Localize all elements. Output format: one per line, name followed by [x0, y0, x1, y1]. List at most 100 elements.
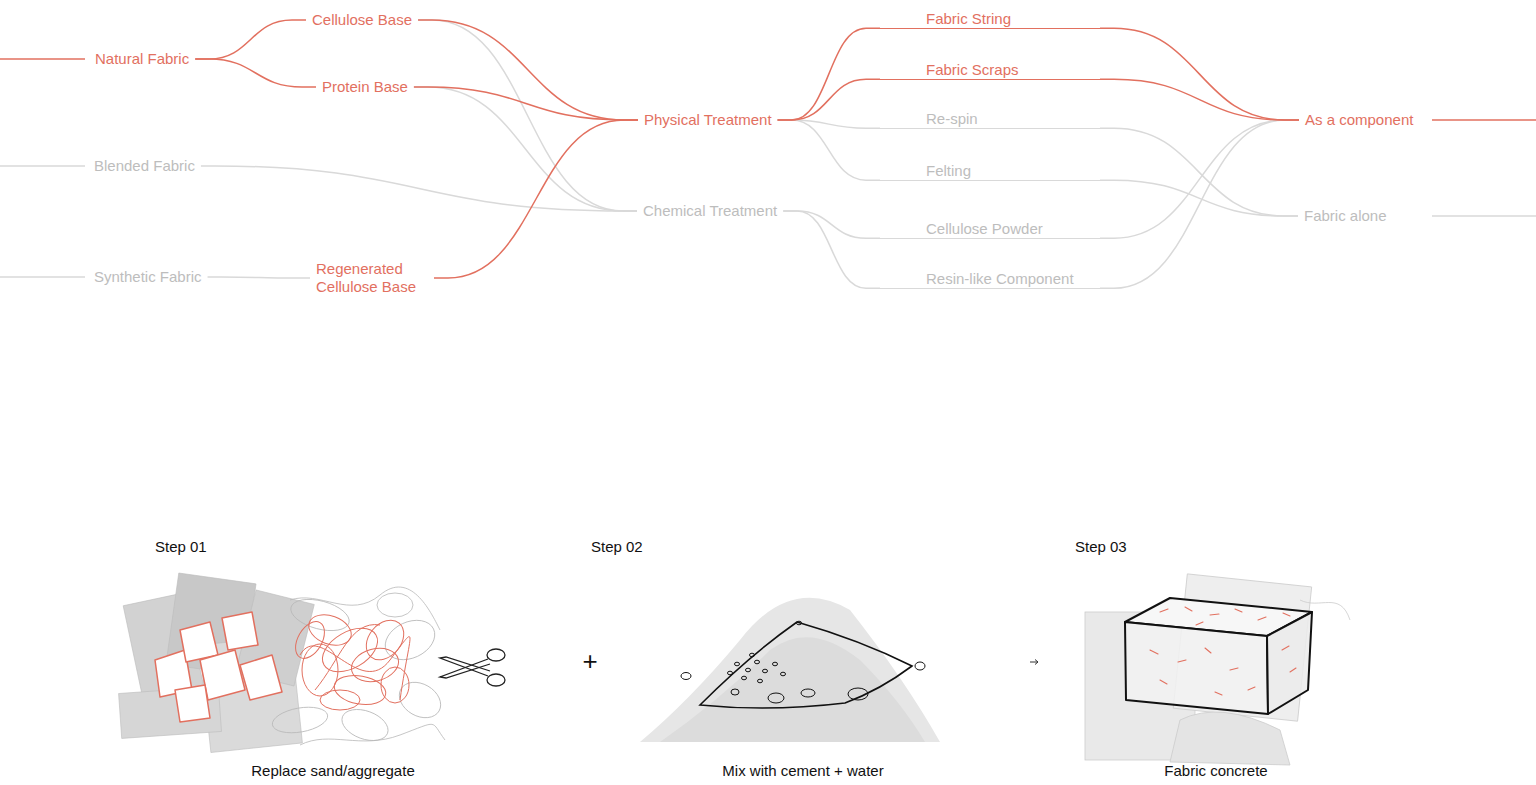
flow-connector — [778, 120, 880, 128]
scissors-symbol — [487, 674, 505, 686]
illustration-part — [758, 679, 763, 683]
flow-node: Regenerated Cellulose Base — [310, 258, 434, 298]
step-title: Step 02 — [591, 538, 643, 556]
flow-node: Cellulose Base — [306, 9, 418, 31]
node-label: Fabric Scraps — [926, 61, 1096, 79]
fabric-string-tangle — [320, 690, 360, 710]
illustration-part — [763, 669, 768, 673]
node-label: Fabric String — [926, 10, 1096, 28]
fabric-scrap-shape — [155, 612, 282, 722]
illustration-part — [746, 668, 751, 672]
fabric-scraps-photo — [119, 573, 315, 752]
flow-stub — [0, 59, 1536, 277]
node-label: Cellulose Powder — [926, 220, 1096, 238]
fabric-concrete-photo — [1085, 574, 1350, 765]
underlined-node: Felting — [880, 162, 1100, 181]
fiber-dash — [1150, 607, 1296, 695]
flow-connector — [201, 166, 637, 211]
fiber-dash — [1235, 609, 1242, 612]
flow-connector — [778, 28, 880, 120]
flow-connector — [434, 120, 638, 278]
fabric-string-tangle — [348, 643, 403, 686]
illustration-part — [731, 689, 739, 695]
flow-stub — [1432, 119, 1536, 121]
underlined-node: Cellulose Powder — [880, 220, 1100, 239]
fabric-string-tangle — [290, 617, 331, 664]
step-title: Step 03 — [1075, 538, 1127, 556]
fabric-concrete-photo — [1170, 712, 1290, 765]
scissors-symbol — [440, 657, 490, 676]
node-label: Resin-like Component — [926, 270, 1096, 288]
fiber-dash — [1248, 687, 1255, 690]
illustration-part — [735, 662, 740, 666]
flow-connector — [778, 120, 880, 180]
fiber-dash — [1160, 609, 1168, 612]
fiber-dash — [1150, 650, 1158, 654]
flow-node: As a component — [1299, 109, 1419, 131]
flow-node: Chemical Treatment — [637, 200, 783, 222]
flow-connector — [778, 79, 880, 120]
node-label: Protein Base — [322, 78, 408, 96]
fabric-scrap-shape — [240, 655, 282, 700]
flow-connector — [418, 20, 638, 120]
illustration-part — [742, 676, 747, 680]
concrete-block — [1125, 622, 1268, 714]
node-label: Natural Fabric — [95, 50, 189, 68]
node-label: Cellulose Base — [312, 11, 412, 29]
flow-stub — [0, 58, 85, 60]
illustration-part — [781, 672, 786, 676]
underlined-node: Re-spin — [880, 110, 1100, 129]
illustration-part — [755, 660, 760, 664]
flow-node: Fabric alone — [1298, 205, 1393, 227]
grey-string-tangle — [270, 703, 329, 736]
grey-string-tangle — [270, 587, 447, 746]
plus-sign: + — [582, 648, 597, 674]
flow-stub — [0, 276, 85, 278]
grey-string-tangle — [290, 587, 440, 630]
scissors-symbol — [440, 649, 505, 686]
concrete-block — [1125, 598, 1312, 714]
fiber-dash — [1185, 607, 1192, 611]
fabric-string-tangle — [315, 625, 380, 690]
concrete-block — [1267, 612, 1312, 714]
step-caption: Fabric concrete — [1164, 762, 1267, 780]
fiber-dash — [1282, 646, 1289, 650]
flow-connector — [1100, 128, 1298, 216]
flow-connector — [195, 59, 316, 87]
fabric-string-tangle — [290, 609, 412, 710]
node-label: Regenerated Cellulose Base — [316, 260, 428, 296]
underlined-node: Fabric String — [880, 10, 1100, 29]
illustration-part — [681, 621, 925, 703]
scissors-symbol — [487, 649, 505, 661]
node-label: As a component — [1305, 111, 1413, 129]
flow-node: Natural Fabric — [89, 48, 195, 70]
illustration-part — [801, 689, 815, 697]
step-caption: Mix with cement + water — [722, 762, 883, 780]
illustration-part — [681, 673, 691, 680]
cement-pile — [640, 598, 940, 742]
step-caption: Replace sand/aggregate — [251, 762, 414, 780]
fabric-scrap-shape — [222, 612, 258, 650]
flow-node: Physical Treatment — [638, 109, 778, 131]
grey-string-tangle — [393, 675, 447, 725]
fabric-string-tangle — [300, 637, 410, 700]
node-label: Blended Fabric — [94, 157, 195, 175]
flow-connector — [1100, 120, 1299, 238]
illustration-part — [728, 671, 733, 675]
fabric-scrap-shape — [175, 685, 210, 722]
flow-connector — [1100, 28, 1299, 120]
fiber-dash — [1196, 622, 1203, 625]
flow-connector — [208, 277, 310, 278]
flow-connector — [414, 87, 638, 120]
illustration-part — [750, 653, 755, 657]
flow-connector — [1100, 120, 1299, 288]
node-label: Re-spin — [926, 110, 1096, 128]
node-label: Felting — [926, 162, 1096, 180]
flow-connector — [783, 211, 880, 238]
fiber-dash — [1230, 668, 1238, 670]
fiber-dash — [1205, 648, 1211, 653]
flow-stub — [1432, 215, 1536, 217]
illustration-part — [768, 693, 784, 703]
illustration-part — [915, 662, 925, 670]
